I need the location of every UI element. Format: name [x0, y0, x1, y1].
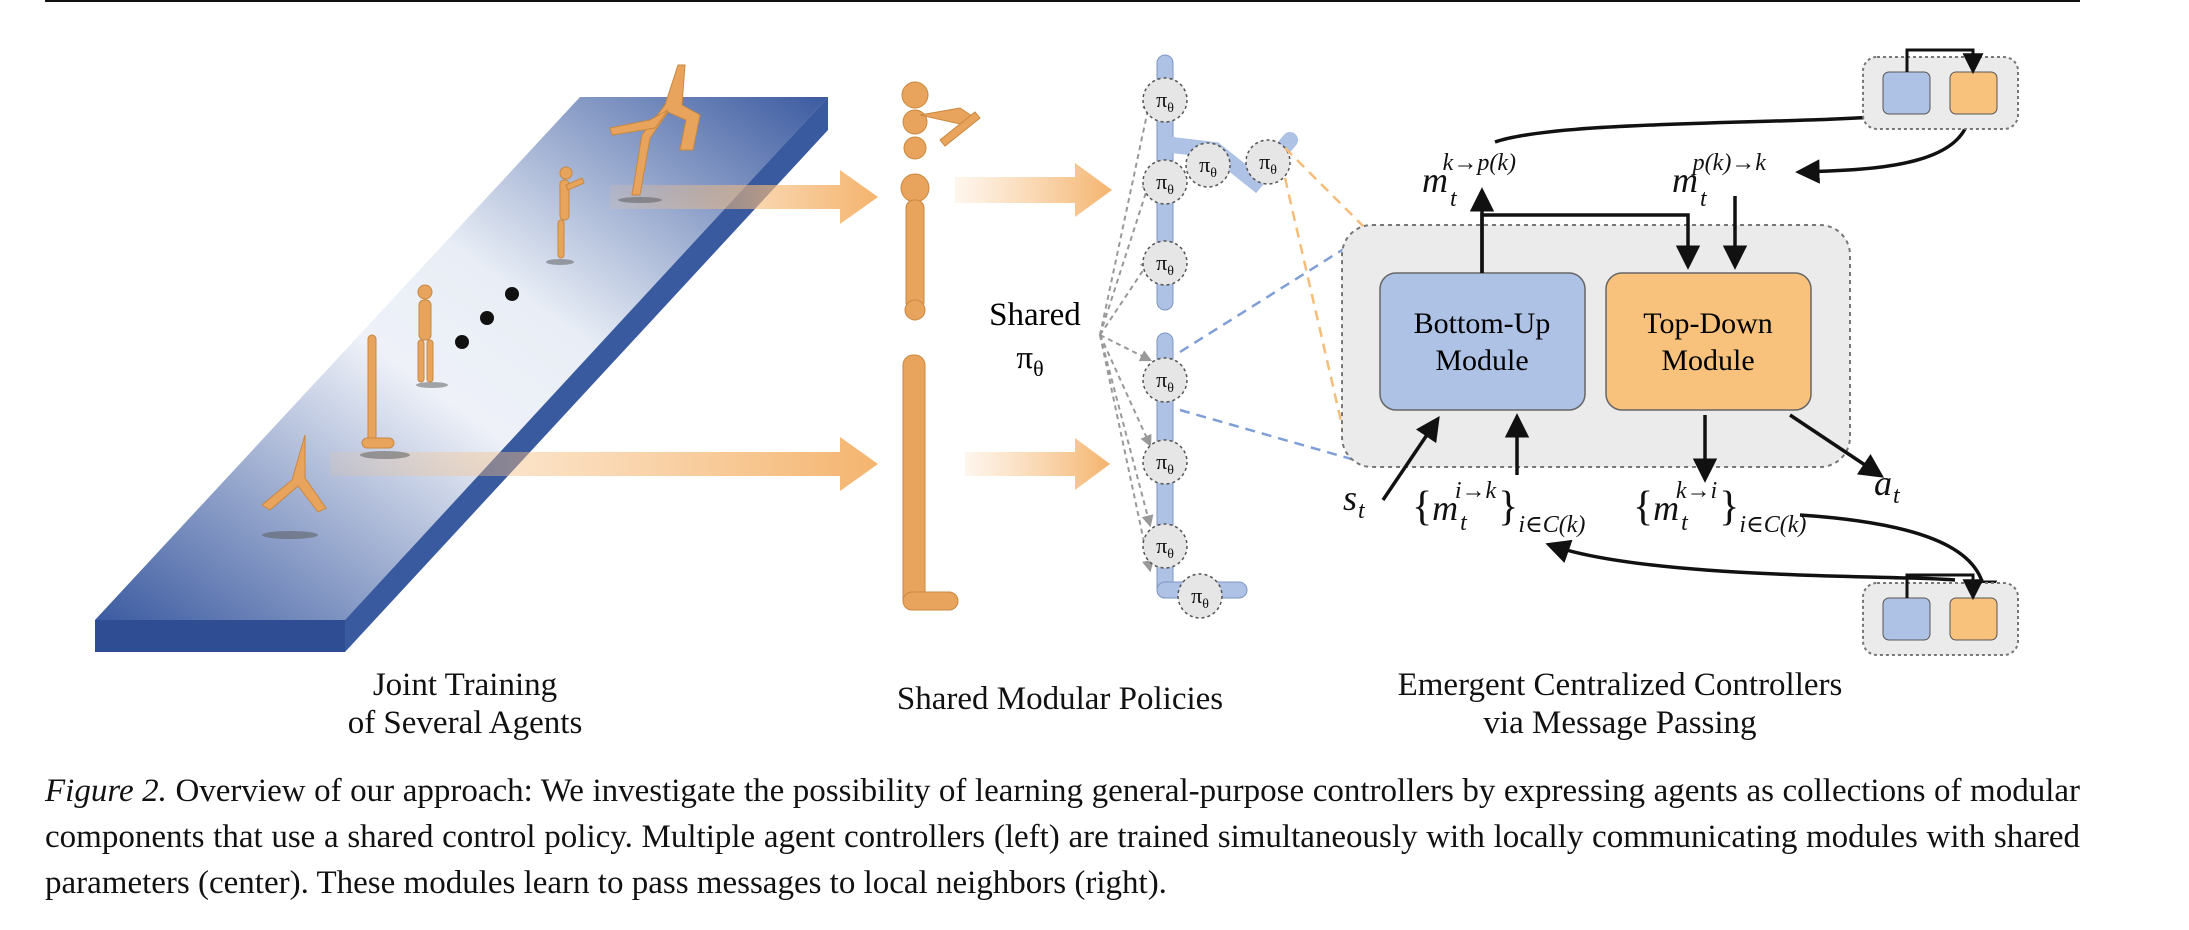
flow-arrows: [330, 163, 1112, 491]
top-rule: [45, 0, 2080, 2]
state-label: st: [1343, 478, 1366, 524]
large-hopper: [902, 354, 959, 611]
children-out-label: {mtk→i}i∈C(k): [1633, 478, 1806, 538]
bottom-up-label-1: Bottom-Up: [1414, 307, 1551, 340]
left-panel-label: Joint Training of Several Agents: [305, 666, 625, 742]
bottom-up-module: [1379, 272, 1586, 411]
left-panel-label-line1: Joint Training: [372, 667, 558, 703]
center-panel-label-text: Shared Modular Policies: [896, 681, 1224, 717]
policy-fan-arrows: [1099, 97, 1154, 573]
large-humanoid: [900, 81, 981, 321]
caption-text: Overview of our approach: We investigate…: [45, 773, 2081, 901]
policy-nodes: [1142, 77, 1291, 619]
figure-diagram: Shared πθ πθ πθ πθ πθ πθ πθ πθ: [95, 48, 2019, 656]
parent-module-pair: [1862, 48, 2019, 130]
ellipsis-dots: [455, 287, 519, 349]
child-module-pair: [1862, 573, 2019, 656]
shared-label: Shared: [989, 297, 1081, 333]
msg-up-label: mtk→p(k): [1422, 150, 1516, 212]
figure-caption: Figure 2. Overview of our approach: We i…: [45, 768, 2080, 906]
zoom-lines: [1179, 147, 1366, 462]
bottom-up-label-2: Module: [1435, 344, 1528, 377]
right-panel-label-line2: via Message Passing: [1483, 705, 1757, 741]
top-down-label-2: Module: [1661, 344, 1754, 377]
top-down-module: [1605, 272, 1812, 411]
caption-label: Figure 2.: [45, 773, 167, 809]
agent-figures: [261, 64, 701, 539]
right-panel-label: Emergent Centralized Controllers via Mes…: [1360, 666, 1880, 742]
left-panel-label-line2: of Several Agents: [347, 705, 583, 741]
top-down-label-1: Top-Down: [1643, 307, 1773, 340]
training-platform: [95, 97, 828, 652]
shared-policy-symbol: πθ: [1016, 340, 1043, 381]
center-panel-label: Shared Modular Policies: [860, 680, 1260, 718]
msg-down-label: mtp(k)→k: [1672, 150, 1766, 212]
right-panel-label-line1: Emergent Centralized Controllers: [1397, 667, 1843, 703]
action-label: at: [1874, 463, 1901, 509]
children-in-label: {mti→k}i∈C(k): [1412, 478, 1585, 538]
